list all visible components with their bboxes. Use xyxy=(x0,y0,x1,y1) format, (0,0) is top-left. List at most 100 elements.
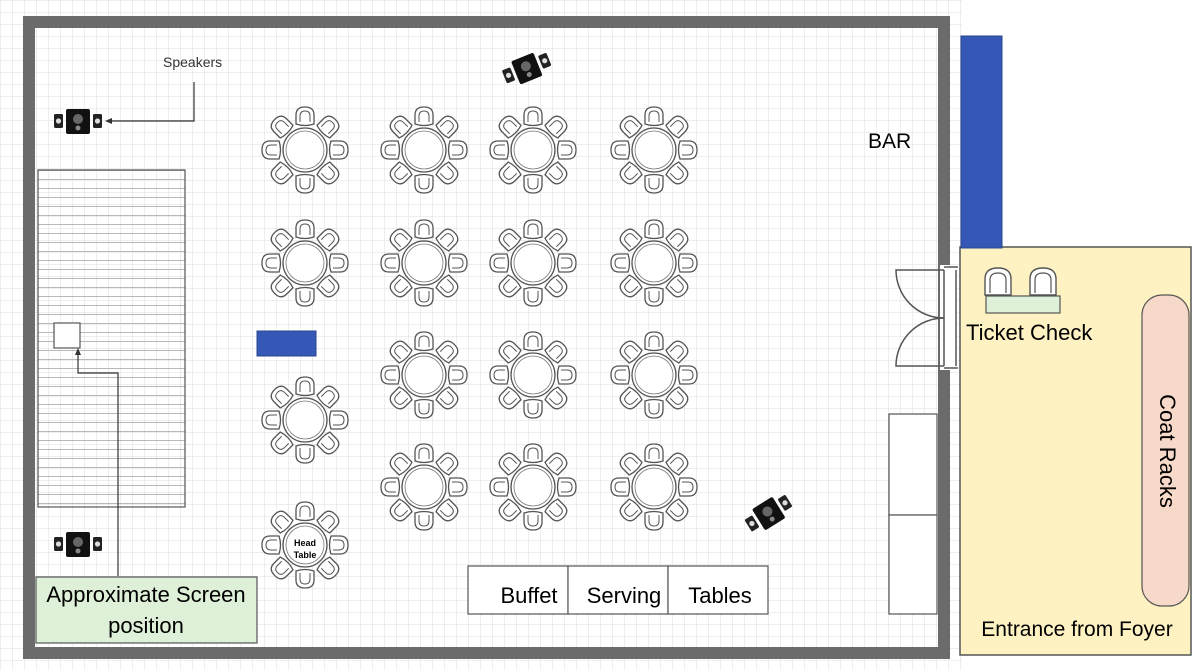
table-top xyxy=(282,240,328,286)
chair xyxy=(544,161,568,185)
chair xyxy=(644,286,664,307)
chair-icon xyxy=(984,267,1012,296)
chair xyxy=(644,106,664,127)
buffet-table-1 xyxy=(467,565,569,615)
chair xyxy=(489,140,510,160)
chair xyxy=(677,140,698,160)
chair xyxy=(261,535,282,555)
round-table xyxy=(380,443,468,531)
chair xyxy=(619,498,643,522)
chair xyxy=(389,274,413,298)
table-top-rim xyxy=(634,243,674,283)
chair xyxy=(498,340,522,364)
chair xyxy=(328,253,349,273)
chair xyxy=(619,340,643,364)
chair xyxy=(316,115,340,139)
chair xyxy=(389,498,413,522)
table-top-rim xyxy=(513,355,553,395)
chair xyxy=(523,398,543,419)
round-table xyxy=(261,219,349,307)
chair xyxy=(644,398,664,419)
chair xyxy=(270,556,294,580)
chair xyxy=(610,140,631,160)
speakers-pointer-arrowhead xyxy=(105,118,112,124)
chair xyxy=(610,477,631,497)
chair xyxy=(389,386,413,410)
double-door-icon[interactable] xyxy=(895,269,957,367)
chair xyxy=(556,365,577,385)
chair xyxy=(389,115,413,139)
blue-table-block xyxy=(256,330,317,357)
bar-counter xyxy=(960,35,1003,249)
chair xyxy=(523,331,543,352)
round-table xyxy=(380,106,468,194)
chair xyxy=(295,443,315,464)
chair xyxy=(619,452,643,476)
chair xyxy=(414,398,434,419)
chair xyxy=(677,365,698,385)
chair xyxy=(523,173,543,194)
chair xyxy=(447,365,468,385)
chair xyxy=(328,410,349,430)
coat-racks xyxy=(1141,294,1190,607)
table-top-rim xyxy=(404,355,444,395)
screen-label-line1: Approximate Screen xyxy=(46,582,245,607)
chair xyxy=(270,385,294,409)
chair xyxy=(435,115,459,139)
chair xyxy=(447,253,468,273)
speaker-icon xyxy=(502,53,552,85)
screen-pointer-line xyxy=(77,352,119,576)
chair xyxy=(644,173,664,194)
chair xyxy=(435,228,459,252)
round-table xyxy=(610,331,698,419)
entrance-label: Entrance from Foyer xyxy=(981,618,1172,641)
chair xyxy=(380,253,401,273)
chair xyxy=(619,161,643,185)
chair xyxy=(435,498,459,522)
chair xyxy=(665,498,689,522)
table-top xyxy=(282,127,328,173)
table-top-rim xyxy=(404,243,444,283)
chair xyxy=(619,274,643,298)
ticket-check-station: Ticket Check xyxy=(966,267,1093,345)
table-top xyxy=(510,352,556,398)
table-top xyxy=(510,127,556,173)
speaker-icon xyxy=(54,532,102,557)
table-top xyxy=(631,240,677,286)
round-table xyxy=(489,106,577,194)
ticket-table xyxy=(985,295,1061,314)
chair xyxy=(389,340,413,364)
table-top xyxy=(510,464,556,510)
chair xyxy=(414,510,434,531)
speaker-icon xyxy=(744,495,792,532)
chair xyxy=(644,443,664,464)
buffet-label: Buffet xyxy=(500,583,557,608)
table-top xyxy=(401,464,447,510)
table-top-rim xyxy=(513,467,553,507)
chair xyxy=(498,115,522,139)
side-table-upper xyxy=(888,413,938,516)
chair xyxy=(619,115,643,139)
chair xyxy=(544,340,568,364)
chair xyxy=(389,228,413,252)
chair xyxy=(665,161,689,185)
chair xyxy=(498,228,522,252)
chair xyxy=(644,219,664,240)
chair xyxy=(316,556,340,580)
chair xyxy=(414,106,434,127)
round-table xyxy=(489,331,577,419)
chair xyxy=(316,228,340,252)
chair xyxy=(489,365,510,385)
chair-icon xyxy=(1029,267,1057,296)
chair xyxy=(665,340,689,364)
chair xyxy=(389,452,413,476)
chair xyxy=(447,140,468,160)
chair xyxy=(619,228,643,252)
chair xyxy=(328,140,349,160)
table-top-rim xyxy=(285,130,325,170)
round-table xyxy=(380,219,468,307)
chair xyxy=(544,498,568,522)
chair xyxy=(316,161,340,185)
chair xyxy=(619,386,643,410)
chair xyxy=(261,140,282,160)
